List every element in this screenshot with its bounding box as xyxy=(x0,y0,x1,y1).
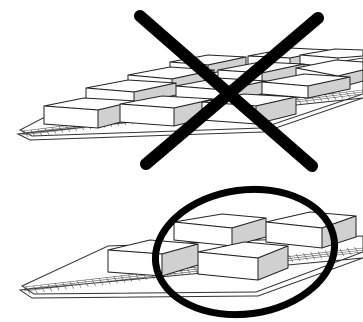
block xyxy=(107,239,199,277)
cross-mark xyxy=(134,10,324,172)
grill-bar xyxy=(30,129,36,137)
grill-bar xyxy=(44,128,50,135)
grill-bar xyxy=(317,95,323,102)
grill-bar xyxy=(69,281,75,289)
grill-bar xyxy=(352,90,358,98)
grill-rail xyxy=(23,249,363,290)
grill-bar xyxy=(296,97,302,104)
grill-rail xyxy=(23,247,363,288)
grill-bar xyxy=(324,94,330,101)
block xyxy=(261,73,351,99)
bottom-blocks xyxy=(107,211,357,281)
grill-bar xyxy=(113,276,118,284)
grill-bar xyxy=(193,266,199,274)
grill-bar xyxy=(127,274,133,282)
circle-mark xyxy=(151,185,339,319)
grill-rail xyxy=(23,251,363,292)
grill-bar xyxy=(76,280,82,288)
top-panel xyxy=(16,10,363,172)
grill-bar xyxy=(23,130,29,138)
block xyxy=(265,211,357,249)
grill-bar xyxy=(98,277,104,286)
block xyxy=(173,213,267,247)
bottom-tray-grid xyxy=(23,246,363,295)
grill-bar xyxy=(51,127,57,134)
grill-bar xyxy=(91,278,96,287)
grill-bar xyxy=(65,125,71,133)
grill-bar xyxy=(106,277,111,285)
grill-bar xyxy=(135,273,140,281)
bottom-panel xyxy=(18,185,363,319)
grill-bar xyxy=(84,279,89,288)
grill-bar xyxy=(120,275,126,283)
grill-bar xyxy=(331,93,337,100)
block xyxy=(197,241,289,281)
grill-bar xyxy=(338,92,344,99)
bottom-tray xyxy=(18,235,363,299)
grill-bar xyxy=(37,129,43,136)
grill-bar xyxy=(345,91,351,99)
grill-bar xyxy=(58,126,64,133)
